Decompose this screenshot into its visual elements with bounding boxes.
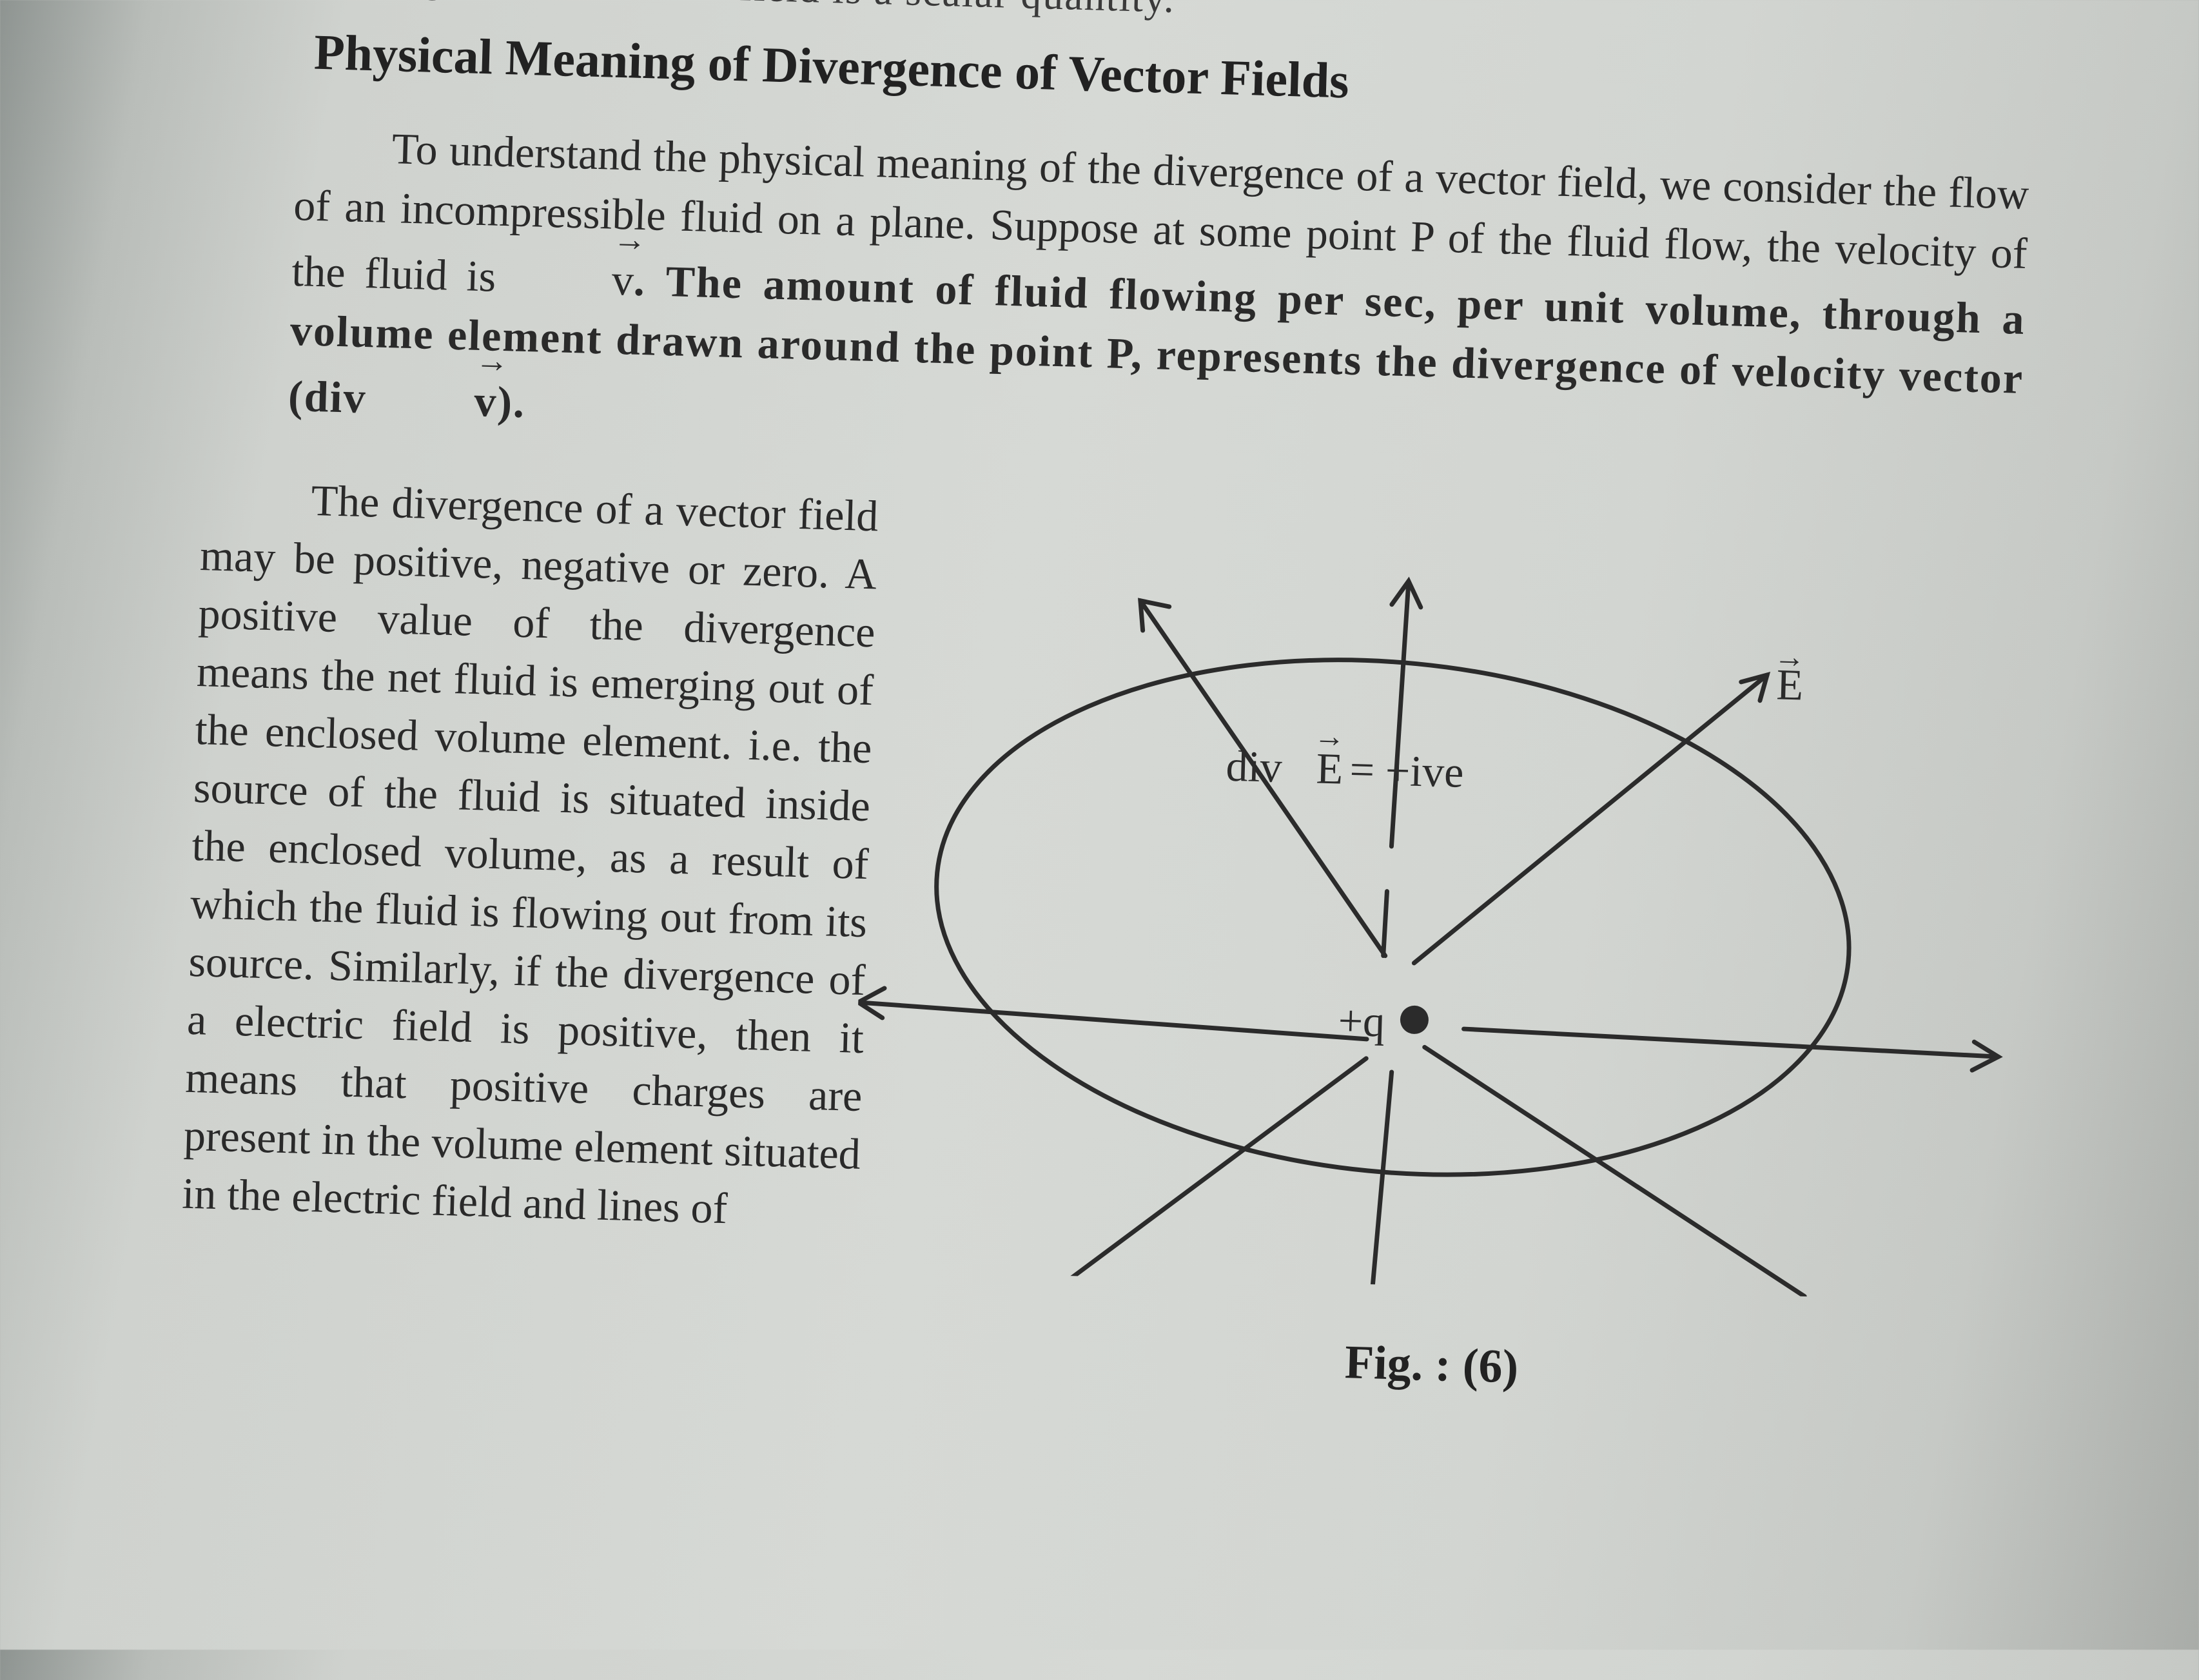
arrowhead-right	[1969, 1039, 2003, 1073]
div-label-prefix: div	[1226, 741, 1283, 792]
field-line-right	[1461, 1026, 2001, 1059]
field-line-up	[1389, 580, 1411, 849]
field-label-arrow: →	[1774, 640, 1805, 674]
intro-paragraph: To understand the physical meaning of th…	[288, 116, 2029, 474]
figure-caption: Fig. : (6)	[1344, 1336, 1520, 1394]
arrowhead-up	[1389, 576, 1423, 610]
field-line-lower-left	[1067, 1056, 1369, 1282]
div-label-value: = +ive	[1349, 745, 1465, 797]
field-line-upper-right	[1411, 672, 1770, 966]
field-line-upper-left	[1138, 598, 1388, 959]
field-line-up-stub	[1381, 889, 1389, 959]
volume-element-ellipse	[934, 658, 1852, 1177]
arrowhead-upper-left	[1138, 598, 1172, 633]
arrowhead-upper-right	[1739, 672, 1771, 703]
div-label-vector: E	[1316, 744, 1344, 794]
divergence-paragraph: The divergence of a vector field may be …	[181, 475, 879, 1233]
velocity-vector-symbol: v	[514, 241, 635, 310]
arrowhead-left	[854, 986, 887, 1021]
field-line-lower-right	[1422, 1044, 1807, 1299]
velocity-vector-symbol-2: v	[376, 362, 498, 431]
previous-line-fragment: gence of a vector field is a scalar quan…	[422, 0, 1176, 23]
field-label-e: E	[1776, 659, 1804, 709]
div-label-arrow: →	[1313, 719, 1345, 754]
field-line-left	[855, 1000, 1369, 1042]
charge-label: +q	[1338, 996, 1385, 1046]
divergence-diagram: div → E = +ive → E +q	[854, 576, 2003, 1299]
section-heading: Physical Meaning of Divergence of Vector…	[313, 23, 1350, 109]
charge-dot	[1400, 1005, 1429, 1034]
field-line-down	[1370, 1070, 1394, 1287]
